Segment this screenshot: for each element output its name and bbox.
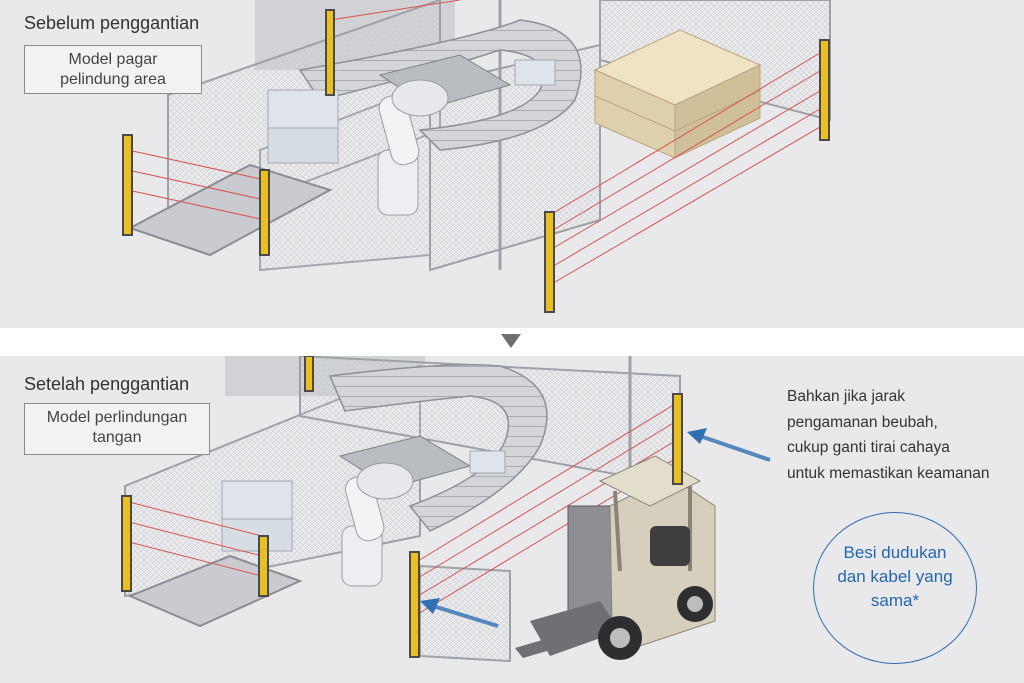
note-line-3: cukup ganti tirai cahaya — [787, 439, 950, 456]
curved-conveyor — [298, 19, 582, 151]
same-bracket-cable-callout: Besi dudukan dan kabel yang sama* — [813, 512, 977, 664]
before-scene-illustration — [122, 0, 831, 313]
before-model-label-line1: Model pagar — [68, 51, 158, 68]
after-model-label-line1: Model perlindungan — [46, 409, 188, 426]
note-line-2: pengamanan beubah, — [787, 413, 938, 431]
after-model-label: Model perlindungan tangan — [24, 403, 210, 455]
bottle-packs — [267, 59, 556, 164]
callout-line-1: Besi dudukan — [843, 543, 947, 562]
light-curtains — [121, 356, 683, 658]
cardboard-box-stack — [593, 29, 762, 159]
before-heading: Sebelum penggantian — [24, 13, 200, 33]
robot-arm — [377, 79, 449, 216]
before-panel: Sebelum penggantian Model pagar pelindun… — [0, 0, 1024, 328]
note-line-1: Bahkan jika jarak — [787, 388, 906, 405]
curved-conveyor — [328, 364, 548, 532]
laser-beams — [127, 0, 826, 286]
callout-line-2: dan kabel yang — [837, 567, 953, 586]
note-line-4: untuk memastikan keamanan — [787, 464, 990, 482]
after-heading: Setelah penggantian — [24, 374, 190, 394]
callout-line-3: sama* — [870, 591, 920, 610]
safety-distance-note: Bahkan jika jarak pengamanan beubah, cuk… — [787, 384, 1019, 486]
blue-arrow-icon — [687, 428, 771, 462]
blue-arrow-icon — [420, 598, 499, 628]
light-curtains — [122, 9, 830, 313]
robot-arm — [341, 462, 414, 587]
forklift — [515, 455, 716, 660]
after-model-label-line2: tangan — [92, 429, 142, 446]
after-scene-illustration — [121, 356, 771, 663]
before-model-label: Model pagar pelindung area — [24, 45, 202, 94]
before-model-label-line2: pelindung area — [60, 71, 166, 88]
infeed-roller-conveyor — [127, 163, 333, 257]
infeed-roller-conveyor — [127, 554, 303, 628]
triangle-down-icon — [501, 334, 521, 348]
